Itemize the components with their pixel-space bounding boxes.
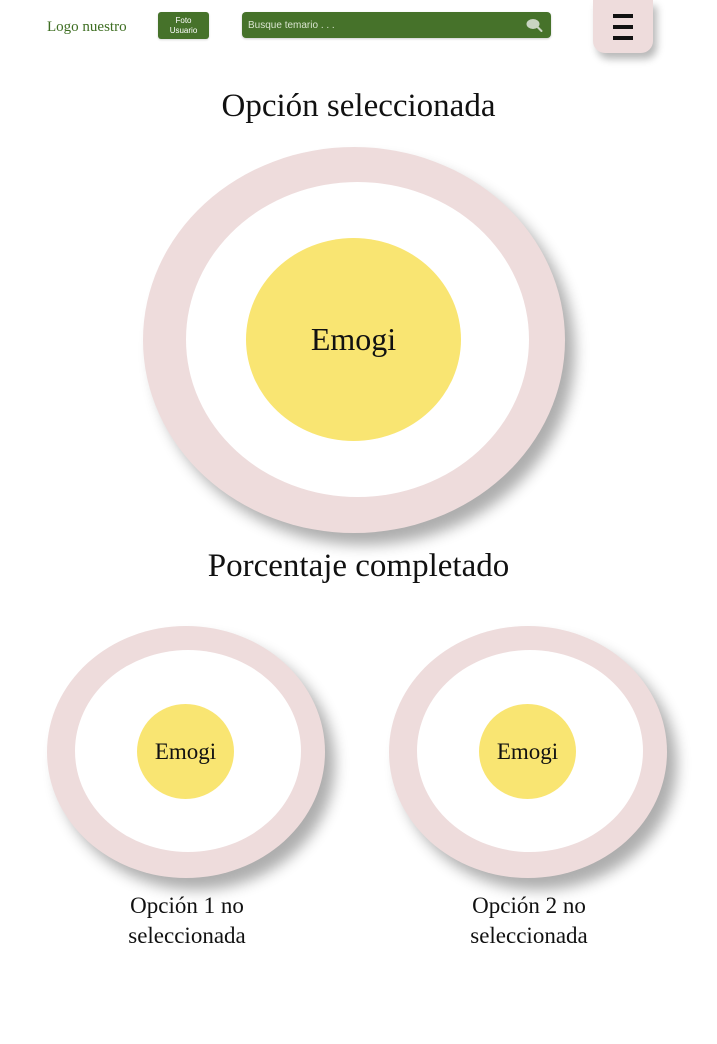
option-1-label-line2: seleccionada (128, 923, 246, 948)
selected-option-ring[interactable]: Emogi (143, 147, 565, 533)
user-photo-label-line2: Usuario (169, 25, 198, 35)
search-input[interactable] (248, 12, 518, 38)
menu-button[interactable] (593, 0, 653, 53)
option-2-label: Opción 2 no seleccionada (429, 891, 629, 951)
search-bar (242, 12, 551, 38)
option-2-ring[interactable]: Emogi (389, 626, 667, 878)
option-1-label: Opción 1 no seleccionada (87, 891, 287, 951)
option-2-label-line1: Opción 2 no (472, 893, 586, 918)
selected-option-emoji: Emogi (246, 238, 461, 441)
option-1-emoji: Emogi (137, 704, 234, 799)
option-1-label-line1: Opción 1 no (130, 893, 244, 918)
search-icon[interactable] (525, 17, 543, 33)
option-2-label-line2: seleccionada (470, 923, 588, 948)
user-photo-button[interactable]: Foto Usuario (158, 12, 209, 39)
option-2-emoji: Emogi (479, 704, 576, 799)
user-photo-label-line1: Foto (175, 15, 192, 25)
logo[interactable]: Logo nuestro (47, 19, 127, 35)
selected-option-title: Opción seleccionada (221, 88, 496, 124)
option-1-ring[interactable]: Emogi (47, 626, 325, 878)
progress-title: Porcentaje completado (207, 548, 510, 584)
hamburger-icon (613, 13, 633, 40)
